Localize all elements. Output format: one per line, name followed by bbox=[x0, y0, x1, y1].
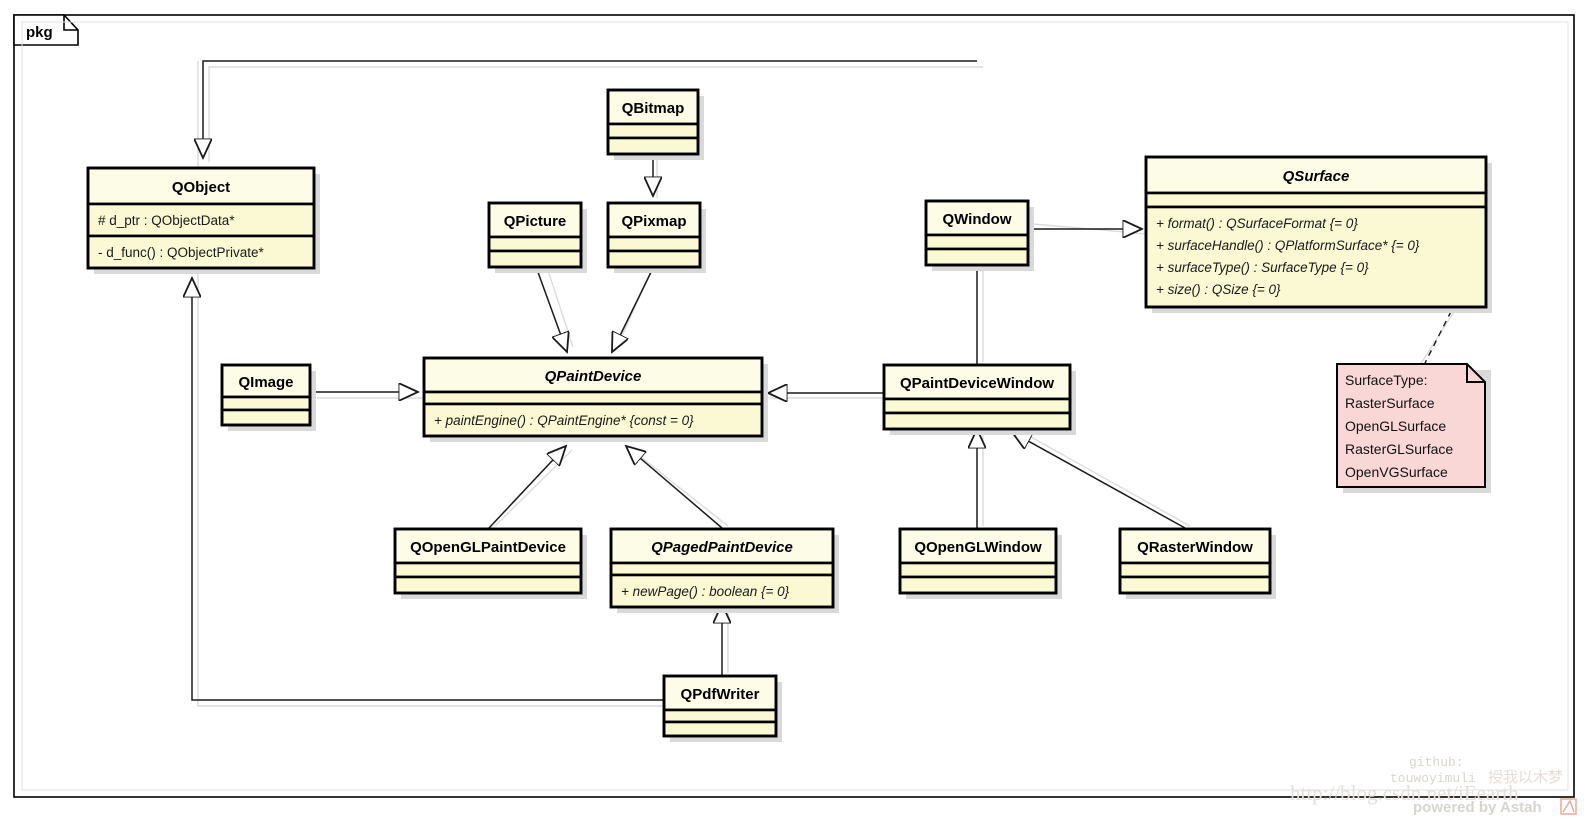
watermark-blog-url: http://blog.csdn.net/iEearth bbox=[1290, 781, 1519, 805]
class-name-qpagedpaintdevice: QPagedPaintDevice bbox=[651, 539, 793, 556]
note-line: RasterGLSurface bbox=[1345, 441, 1453, 457]
class-feature: + paintEngine() : QPaintEngine* {const =… bbox=[434, 413, 694, 428]
class-box-qpagedpaintdevice[interactable]: + newPage() : boolean {= 0} QPagedPaintDe… bbox=[609, 527, 839, 613]
class-feature: + newPage() : boolean {= 0} bbox=[621, 584, 790, 599]
watermark-github-label: github: bbox=[1409, 755, 1464, 770]
note-fold-icon bbox=[1466, 364, 1485, 383]
class-name-qimage: QImage bbox=[238, 374, 293, 391]
watermark-github-user: touwoyimuli bbox=[1390, 771, 1476, 786]
class-name-qopenglwindow: QOpenGLWindow bbox=[914, 539, 1042, 556]
class-name-qbitmap: QBitmap bbox=[622, 100, 685, 117]
class-feature: + format() : QSurfaceFormat {= 0} bbox=[1156, 216, 1358, 231]
class-box-qbitmap[interactable]: QBitmap bbox=[606, 88, 704, 160]
rel-qpagedpaintdevice-qpaintdevice bbox=[626, 446, 723, 529]
class-box-qpaintdevicewindow[interactable]: QPaintDeviceWindow bbox=[882, 363, 1076, 435]
class-feature: + surfaceHandle() : QPlatformSurface* {=… bbox=[1156, 238, 1420, 253]
class-box-qopenglpaintdevice[interactable]: QOpenGLPaintDevice bbox=[393, 527, 587, 599]
class-box-qpicture[interactable]: QPicture bbox=[487, 201, 587, 273]
class-name-qpdfwriter: QPdfWriter bbox=[681, 686, 760, 703]
watermark-cn-text: 授我以木梦 bbox=[1488, 768, 1563, 786]
class-box-qpaintdevice[interactable]: + paintEngine() : QPaintEngine* {const =… bbox=[422, 356, 768, 442]
class-name-qpicture: QPicture bbox=[504, 213, 567, 230]
class-name-qpaintdevicewindow: QPaintDeviceWindow bbox=[900, 375, 1054, 392]
rel-qopenglpaintdevice-qpaintdevice bbox=[488, 446, 566, 529]
class-feature: + surfaceType() : SurfaceType {= 0} bbox=[1156, 260, 1369, 275]
rel-qrasterwindow-qpaintdevicewindow bbox=[1012, 432, 1186, 529]
note-line: OpenGLSurface bbox=[1345, 418, 1446, 434]
class-feature: - d_func() : QObjectPrivate* bbox=[98, 245, 265, 260]
class-name-qopenglpaintdevice: QOpenGLPaintDevice bbox=[410, 539, 566, 556]
class-feature: + size() : QSize {= 0} bbox=[1156, 282, 1281, 297]
class-name-qobject: QObject bbox=[172, 179, 230, 196]
watermark-group: github: touwoyimuli 授我以木梦 http://blog.cs… bbox=[1290, 755, 1577, 816]
rel-qpicture-qpaintdevice bbox=[534, 263, 567, 352]
class-box-qpixmap[interactable]: QPixmap bbox=[606, 201, 706, 273]
note-body bbox=[1336, 363, 1486, 488]
note-line: SurfaceType: bbox=[1345, 372, 1428, 388]
rel-qwindow-qobject bbox=[203, 60, 977, 158]
astah-logo-glyph bbox=[1562, 799, 1575, 813]
class-box-qopenglwindow[interactable]: QOpenGLWindow bbox=[898, 527, 1062, 599]
class-feature: # d_ptr : QObjectData* bbox=[98, 213, 235, 228]
class-box-qimage[interactable]: QImage bbox=[220, 363, 316, 431]
rel-qpdfwriter-qobject bbox=[192, 278, 664, 701]
class-box-qsurface[interactable]: + format() : QSurfaceFormat {= 0} + surfa… bbox=[1144, 155, 1492, 313]
astah-logo-icon bbox=[1560, 798, 1577, 815]
class-name-qsurface: QSurface bbox=[1283, 168, 1350, 185]
package-frame: pkg bbox=[13, 14, 1575, 798]
package-label: pkg bbox=[26, 24, 53, 41]
class-boxes: # d_ptr : QObjectData* - d_func() : QObje… bbox=[86, 88, 1492, 742]
class-box-qwindow[interactable]: QWindow bbox=[924, 199, 1034, 271]
class-box-qrasterwindow[interactable]: QRasterWindow bbox=[1118, 527, 1276, 599]
note-line: OpenVGSurface bbox=[1345, 464, 1448, 480]
surfacetype-note: SurfaceType: RasterSurfaceOpenGLSurfaceRa… bbox=[1336, 363, 1491, 493]
watermark-astah: powered by Astah bbox=[1413, 799, 1542, 816]
class-name-qwindow: QWindow bbox=[942, 211, 1011, 228]
class-box-qpdfwriter[interactable]: QPdfWriter bbox=[662, 674, 782, 742]
class-box-qobject[interactable]: # d_ptr : QObjectData* - d_func() : QObje… bbox=[86, 166, 320, 274]
rel-qpixmap-qpaintdevice bbox=[612, 263, 656, 352]
note-line: RasterSurface bbox=[1345, 395, 1435, 411]
class-name-qpaintdevice: QPaintDevice bbox=[545, 368, 642, 385]
connectors bbox=[192, 60, 1186, 701]
class-name-qpixmap: QPixmap bbox=[621, 213, 686, 230]
class-name-qrasterwindow: QRasterWindow bbox=[1137, 539, 1253, 556]
